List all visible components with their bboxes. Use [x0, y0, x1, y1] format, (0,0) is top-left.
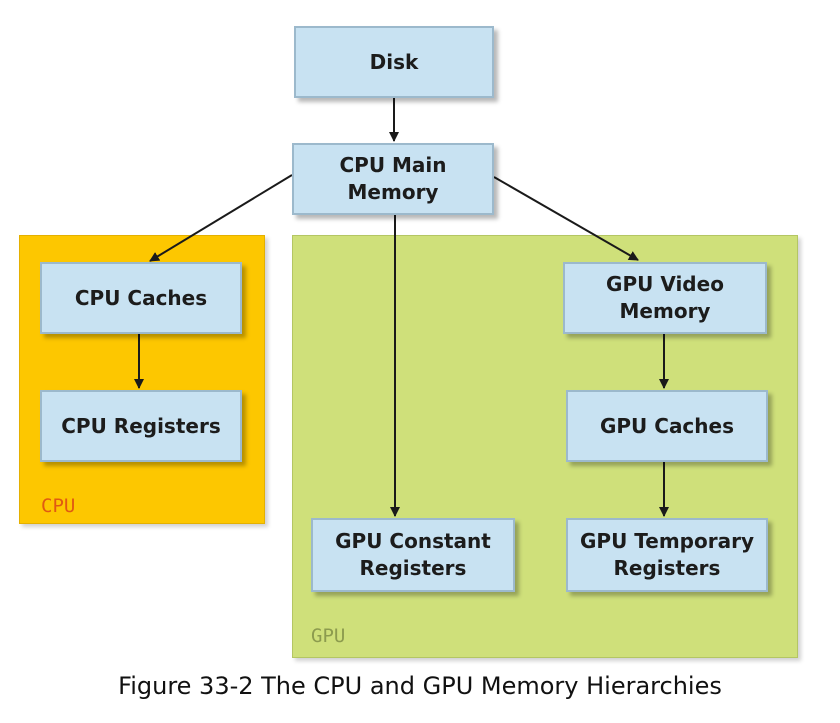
node-cpu-caches: CPU Caches	[40, 262, 242, 334]
edge-main-memory-to-cpu-caches	[149, 174, 293, 262]
node-gpu-constant-registers: GPU Constant Registers	[311, 518, 515, 592]
node-gpu-temporary-registers: GPU Temporary Registers	[566, 518, 768, 592]
edge-main-memory-to-gpu-video	[493, 176, 639, 261]
node-gpu-caches: GPU Caches	[566, 390, 768, 462]
node-gpu-video-memory: GPU Video Memory	[563, 262, 767, 334]
gpu-region-label: GPU	[311, 625, 346, 647]
cpu-region-label: CPU	[41, 495, 76, 517]
node-disk: Disk	[294, 26, 494, 98]
node-cpu-registers: CPU Registers	[40, 390, 242, 462]
figure-caption: Figure 33-2 The CPU and GPU Memory Hiera…	[118, 672, 722, 700]
node-cpu-main-memory: CPU Main Memory	[292, 143, 494, 215]
